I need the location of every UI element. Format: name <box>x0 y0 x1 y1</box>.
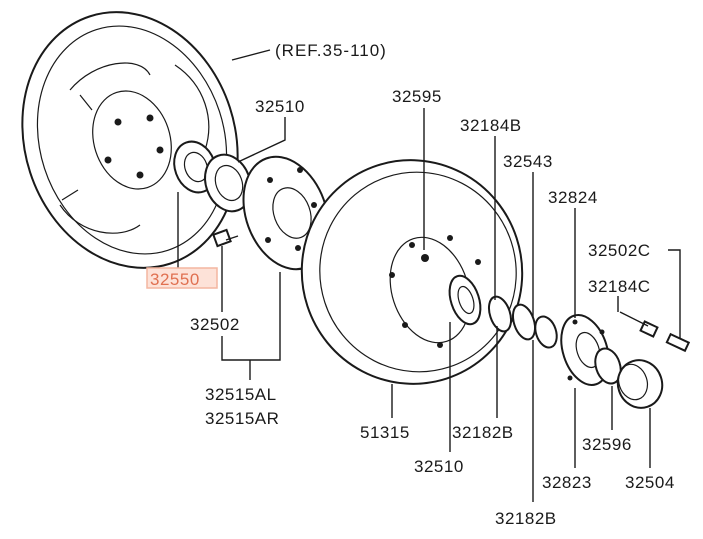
label-32510-bottom[interactable]: 32510 <box>414 457 464 476</box>
label-32184C[interactable]: 32184C <box>588 277 651 296</box>
label-32824[interactable]: 32824 <box>548 188 598 207</box>
label-32182B-mid[interactable]: 32182B <box>452 423 514 442</box>
label-32502[interactable]: 32502 <box>190 315 240 334</box>
label-32823[interactable]: 32823 <box>542 473 592 492</box>
bearing-inner <box>448 274 482 326</box>
leader-lines <box>177 108 681 502</box>
label-32595[interactable]: 32595 <box>392 87 442 106</box>
label-32543[interactable]: 32543 <box>503 152 553 171</box>
label-32184B[interactable]: 32184B <box>460 116 522 135</box>
label-32510-top[interactable]: 32510 <box>255 97 305 116</box>
label-32550[interactable]: 32550 <box>150 270 200 289</box>
ref-label: (REF.35-110) <box>275 41 387 60</box>
ref-leader-line <box>231 49 271 61</box>
washer-set <box>487 295 558 349</box>
backing-plate <box>21 11 239 269</box>
lock-nut <box>594 347 622 385</box>
label-32502C[interactable]: 32502C <box>588 241 651 260</box>
label-32515AR[interactable]: 32515AR <box>205 409 279 428</box>
label-32182B-bottom[interactable]: 32182B <box>495 509 557 528</box>
label-32504[interactable]: 32504 <box>625 473 675 492</box>
hub-bolt <box>212 228 239 248</box>
dust-cap <box>616 359 664 409</box>
brake-drum <box>300 159 524 385</box>
label-32515AL[interactable]: 32515AL <box>205 385 277 404</box>
label-51315[interactable]: 51315 <box>360 423 410 442</box>
bearing-outer <box>204 153 252 213</box>
label-32596[interactable]: 32596 <box>582 435 632 454</box>
highlight-box <box>146 267 218 289</box>
small-bolt <box>639 320 691 353</box>
